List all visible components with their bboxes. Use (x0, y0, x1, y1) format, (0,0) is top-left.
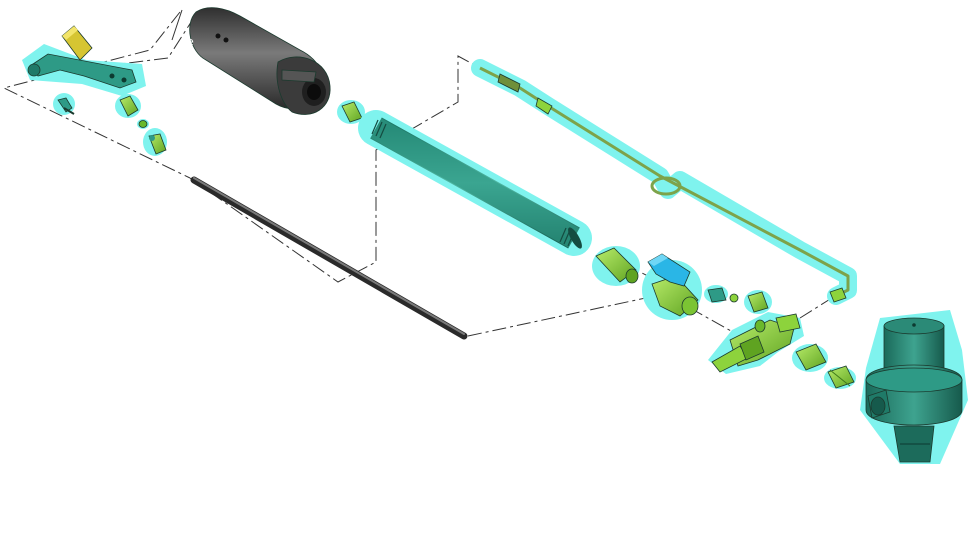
valve-inlet-fitting (592, 246, 640, 286)
tee-fitting (708, 312, 804, 374)
connector-fitting (337, 100, 365, 124)
diagram-label: ce (180, 34, 194, 49)
pressure-regulator (860, 310, 968, 464)
burner-body: ce (171, 7, 331, 115)
hex-standoff (61, 25, 93, 61)
long-pipe (358, 110, 592, 256)
screws (53, 93, 75, 115)
regulator-fittings (792, 343, 856, 389)
bracket-fittings (115, 94, 167, 156)
mounting-bracket (22, 44, 146, 96)
thin-rod (190, 176, 468, 340)
ball-valve (642, 253, 702, 320)
small-fittings (704, 285, 772, 314)
capillary-tube (471, 59, 857, 305)
